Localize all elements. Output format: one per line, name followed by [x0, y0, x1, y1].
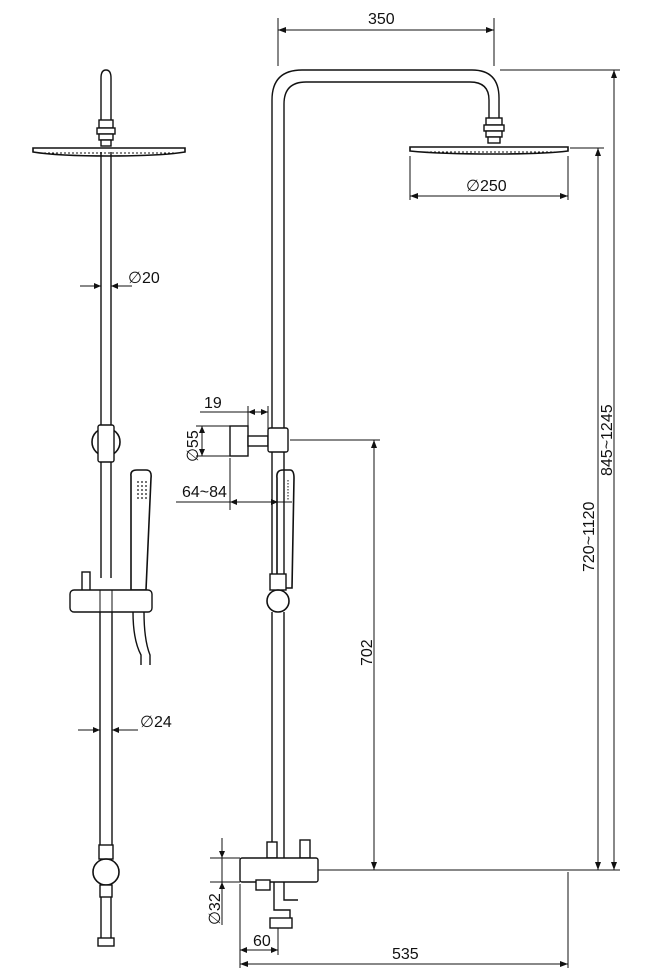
- head-diameter-dimension: ∅250: [409, 156, 569, 200]
- head-diameter-label: ∅250: [466, 178, 507, 195]
- side-shower-head: [409, 146, 569, 155]
- overall-depth-label: 535: [392, 946, 419, 963]
- side-riser-arm: [271, 69, 500, 858]
- valve-diameter-label: ∅32: [207, 893, 224, 925]
- wall-distance-dimension: 64~84: [176, 458, 292, 510]
- holder-offset-label: 19: [204, 395, 222, 412]
- holder-offset-dimension: 19: [200, 395, 269, 430]
- total-range-label: 845~1245: [599, 404, 616, 476]
- front-riser-pipe: [99, 69, 113, 845]
- front-diverter-valve: [92, 844, 120, 947]
- riser-diameter-top-label: ∅20: [128, 270, 160, 287]
- riser-range-dimension: 720~1120: [570, 147, 604, 870]
- spout-offset-label: 60: [253, 933, 271, 950]
- bracket-diameter-dimension: ∅55: [185, 425, 230, 462]
- front-head-connector: [96, 119, 116, 147]
- side-slide-holder: [266, 573, 290, 613]
- bracket-height-dimension: 702: [290, 439, 380, 870]
- bracket-diameter-label: ∅55: [185, 430, 202, 462]
- side-wall-bracket: [229, 425, 289, 457]
- hand-shower-nozzles: [137, 481, 147, 499]
- side-head-connector: [483, 117, 505, 144]
- riser-range-label: 720~1120: [581, 501, 598, 572]
- side-mixer-valve: [239, 839, 319, 929]
- side-view: 350 ∅250 19 ∅55: [176, 11, 620, 968]
- riser-diameter-bottom-callout: ∅24: [78, 714, 172, 733]
- wall-distance-label: 64~84: [182, 484, 227, 501]
- arm-reach-dimension: 350: [277, 11, 495, 66]
- overall-depth-dimension: 535: [240, 872, 569, 968]
- valve-diameter-dimension: ∅32: [207, 838, 240, 925]
- riser-diameter-top-callout: ∅20: [80, 270, 160, 289]
- front-view: ∅20 ∅24: [32, 69, 186, 947]
- side-hand-shower: [276, 469, 295, 589]
- front-shower-head: [32, 147, 186, 157]
- riser-diameter-bottom-label: ∅24: [140, 714, 172, 731]
- arm-reach-label: 350: [368, 11, 395, 28]
- spout-offset-dimension: 60: [239, 884, 279, 968]
- front-hand-shower: [130, 469, 152, 665]
- front-slide-holder: [69, 571, 153, 613]
- front-wall-bracket: [91, 424, 121, 463]
- total-range-dimension: 845~1245: [500, 69, 620, 870]
- bracket-height-label: 702: [359, 639, 376, 666]
